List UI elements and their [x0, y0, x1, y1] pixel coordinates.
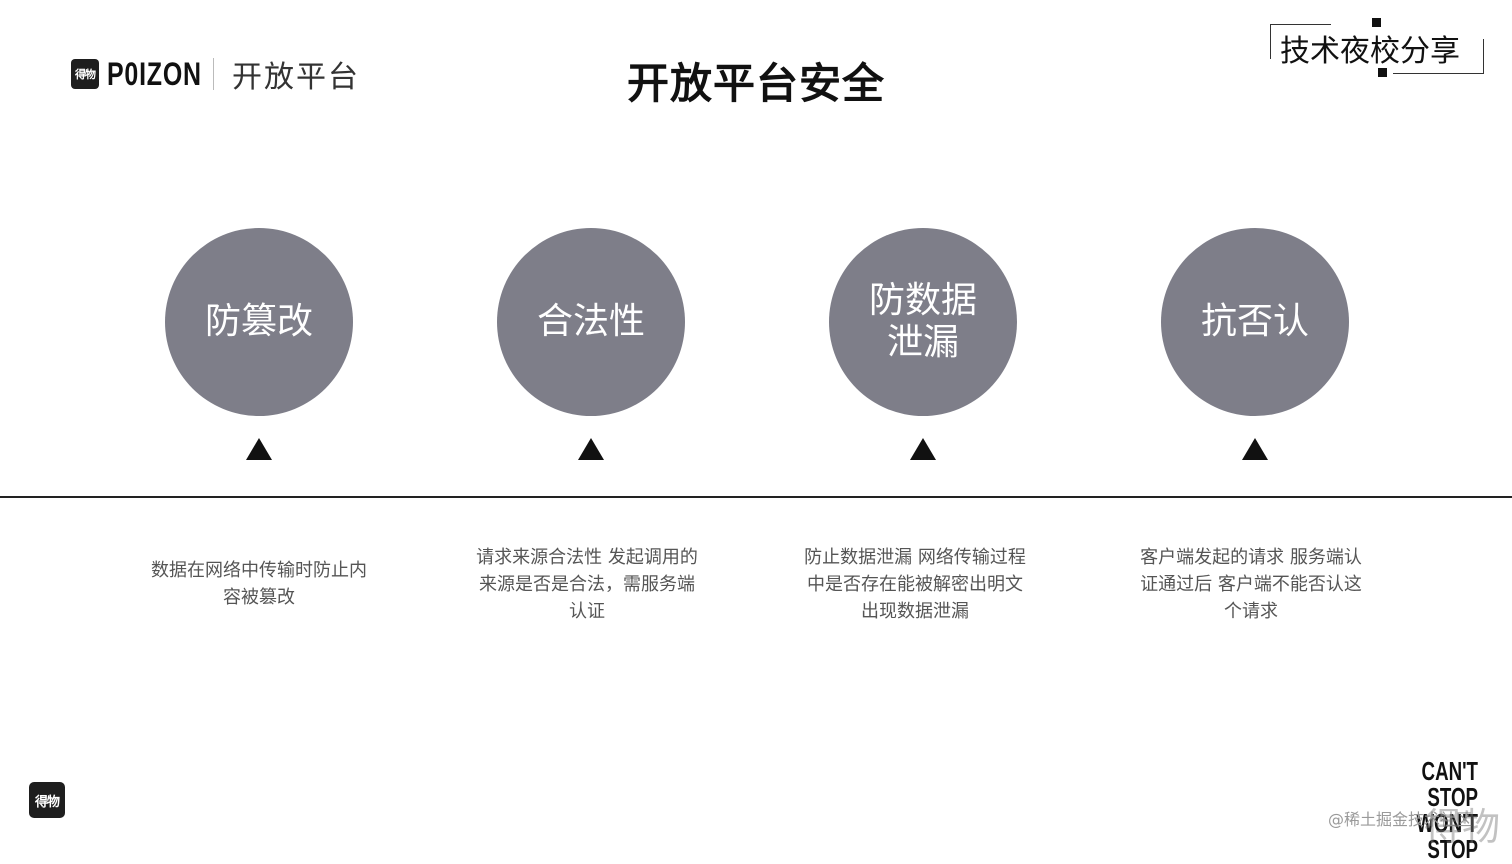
logo-subtitle: 开放平台: [232, 60, 360, 95]
brand-logo: 得物 P0IZON 开放平台: [71, 52, 360, 96]
pillar-description: 客户端发起的请求 服务端认证通过后 客户端不能否认这个请求: [1140, 547, 1362, 622]
pillar-description: 数据在网络中传输时防止内容被篡改: [151, 560, 367, 608]
tech-share-tag: 技术夜校分享: [1268, 18, 1484, 77]
pillar-label: 合法性: [536, 301, 645, 342]
pillar-leak-prevention: 防数据泄漏: [829, 228, 1017, 460]
bracket-bottom-right: [1393, 39, 1484, 74]
slide-title: 开放平台安全: [626, 59, 885, 108]
pillar-circle: 防篡改: [165, 228, 353, 416]
pillar-legitimacy: 合法性: [497, 228, 685, 460]
triangle-up-icon: [246, 438, 272, 460]
slogan: CAN'T STOP WON'T STOP: [1370, 758, 1478, 862]
pillar-label: 抗否认: [1200, 301, 1309, 342]
pillar-label: 防数据泄漏: [868, 280, 977, 363]
tag-text: 技术夜校分享: [1280, 34, 1460, 69]
pillar-description: 防止数据泄漏 网络传输过程中是否存在能被解密出明文出现数据泄漏: [804, 547, 1026, 622]
pillar-label: 防篡改: [204, 301, 313, 342]
square-marker-bottom: [1378, 68, 1387, 77]
slogan-line-1: CAN'T STOP: [1421, 756, 1478, 812]
pillar-circle: 合法性: [497, 228, 685, 416]
dewu-footer-logo-icon: 得物: [29, 782, 65, 818]
dewu-logo-icon: 得物: [71, 59, 99, 89]
pillar-description: 请求来源合法性 发起调用的来源是否是合法，需服务端认证: [476, 547, 698, 622]
bracket-top-left: [1270, 24, 1331, 59]
pillar-circle: 防数据泄漏: [829, 228, 1017, 416]
pillar-non-repudiation: 抗否认: [1161, 228, 1349, 460]
watermark-text: @稀土掘金技术社区: [1328, 810, 1473, 829]
watermark-logo: 得物: [1424, 805, 1501, 849]
square-marker-top: [1372, 18, 1381, 27]
logo-divider: [213, 58, 214, 90]
pillar-tamper-proof: 防篡改: [165, 228, 353, 460]
triangle-up-icon: [910, 438, 936, 460]
triangle-up-icon: [1242, 438, 1268, 460]
timeline-divider: [0, 496, 1512, 498]
triangle-up-icon: [578, 438, 604, 460]
pillar-circle: 抗否认: [1161, 228, 1349, 416]
